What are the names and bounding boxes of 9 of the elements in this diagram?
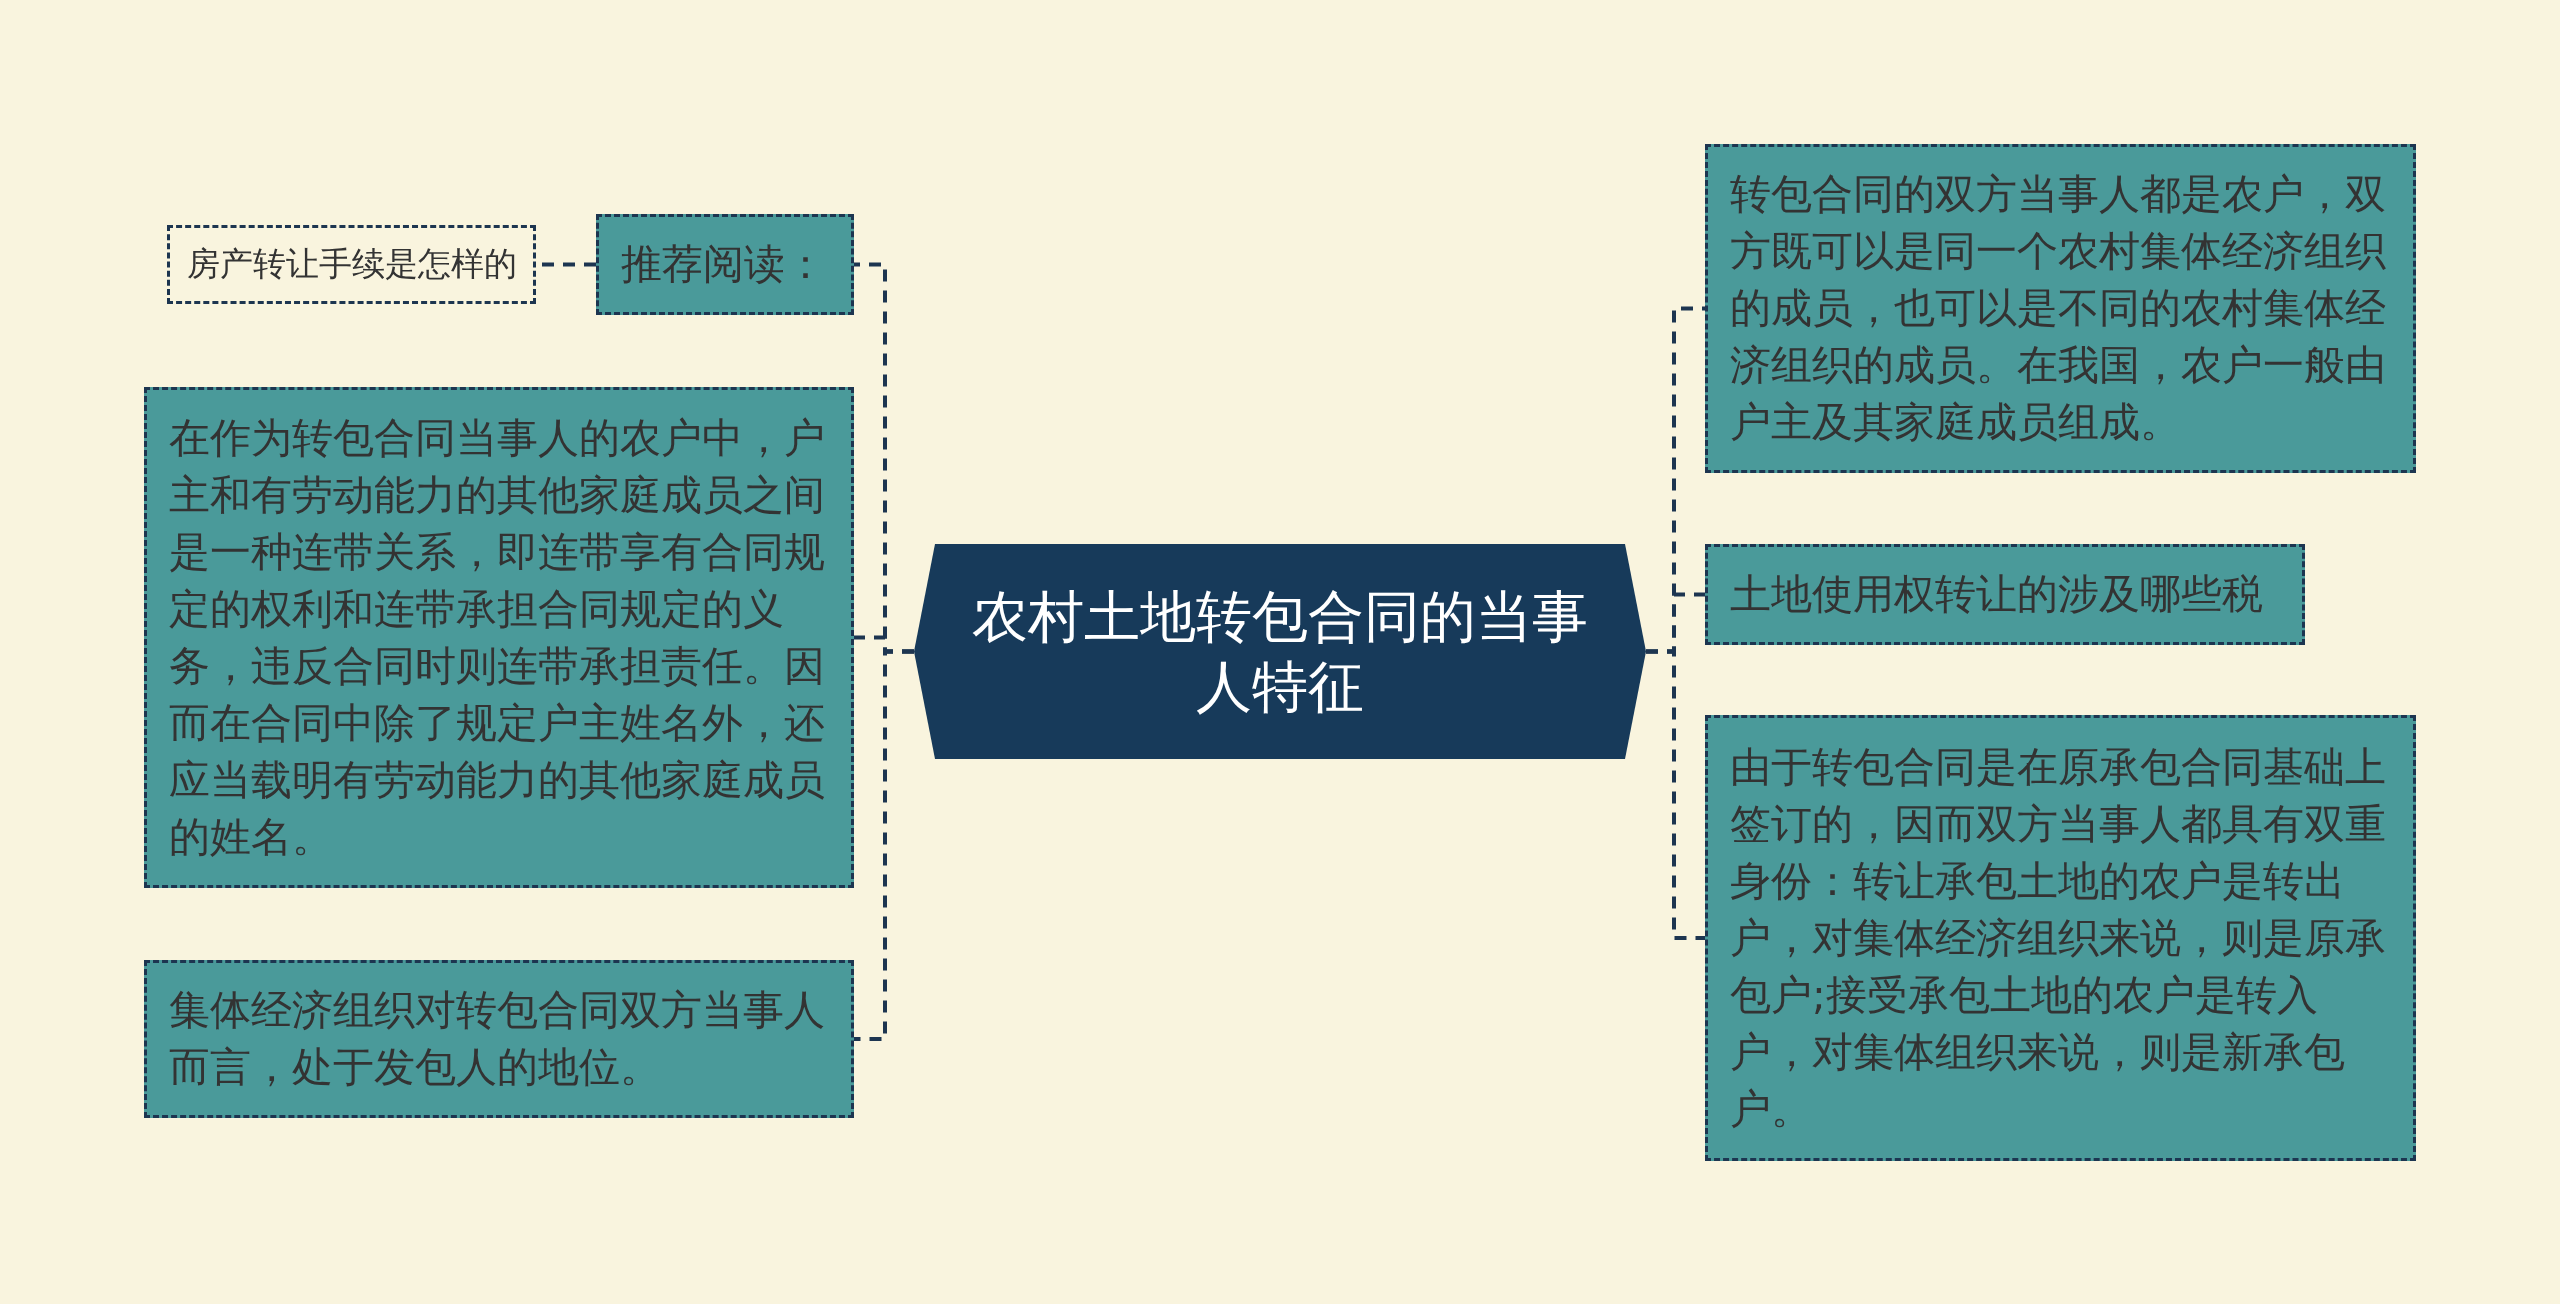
connector-line [854, 649, 914, 1041]
topic-box: 推荐阅读： [596, 214, 854, 315]
link-box: 房产转让手续是怎样的 [167, 225, 536, 304]
topic-box: 在作为转包合同当事人的农户中，户主和有劳动能力的其他家庭成员之间是一种连带关系，即连带享有合同规定的权利和连带承担合同规定的义务，违反合同时则连带承担责任。因而在合同中除了规定户主姓名外，还应当载明有劳动能力的其他家庭成员的姓名。 [144, 387, 854, 888]
topic-box: 转包合同的双方当事人都是农户，双方既可以是同一个农村集体经济组织的成员，也可以是不同的农村集体经济组织的成员。在我国，农户一般由户主及其家庭成员组成。 [1705, 144, 2416, 473]
topic-box: 集体经济组织对转包合同双方当事人而言，处于发包人的地位。 [144, 960, 854, 1118]
topic-box: 由于转包合同是在原承包合同基础上签订的，因而双方当事人都具有双重身份：转让承包土地的农户是转出户，对集体经济组织来说，则是原承包户;接受承包土地的农户是转入户，对集体组织来说，则是新承包户。 [1705, 715, 2416, 1161]
topic-box: 土地使用权转让的涉及哪些税 [1705, 544, 2305, 645]
connector-line [1646, 649, 1705, 940]
